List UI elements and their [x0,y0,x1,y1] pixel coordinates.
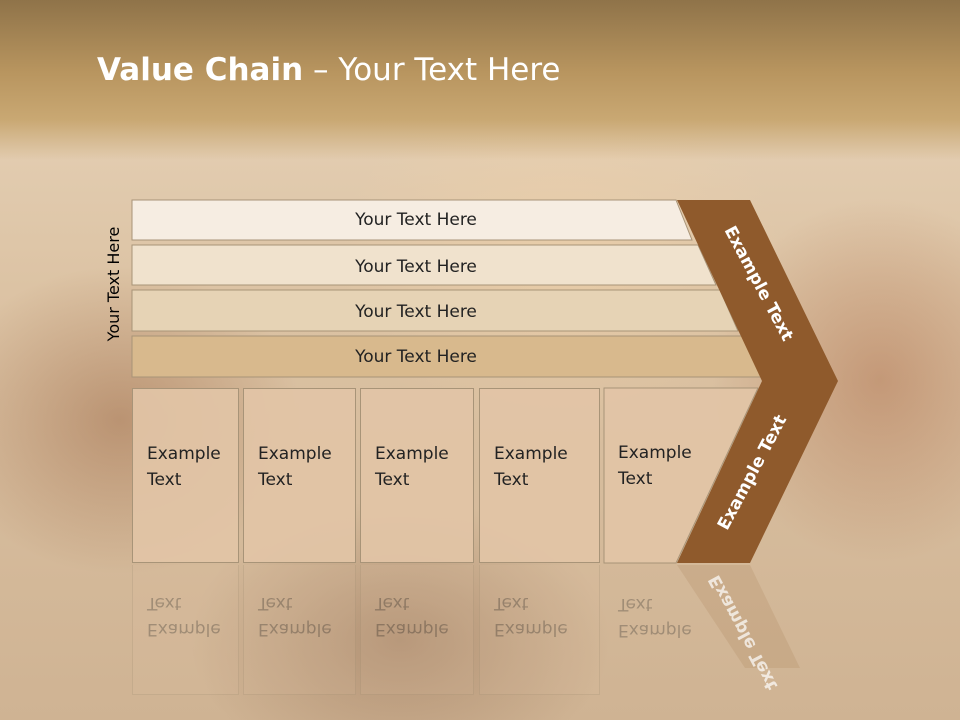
bar-1-label: Your Text Here [354,210,477,230]
title-rest: – Your Text Here [303,52,561,88]
slide-title: Value Chain – Your Text Here [97,52,560,88]
bar-2-label: Your Text Here [354,257,477,277]
chevron-arrow [677,200,838,563]
bar-3 [131,289,739,332]
title-band [0,0,960,160]
bar-2 [131,244,717,286]
bar-4-label: Your Text Here [354,347,477,367]
chevron-reflection [677,565,800,668]
title-bold: Value Chain [97,52,304,88]
bar-3-label: Your Text Here [354,302,477,322]
bar-1 [131,199,693,241]
box-5-shape [603,387,759,564]
